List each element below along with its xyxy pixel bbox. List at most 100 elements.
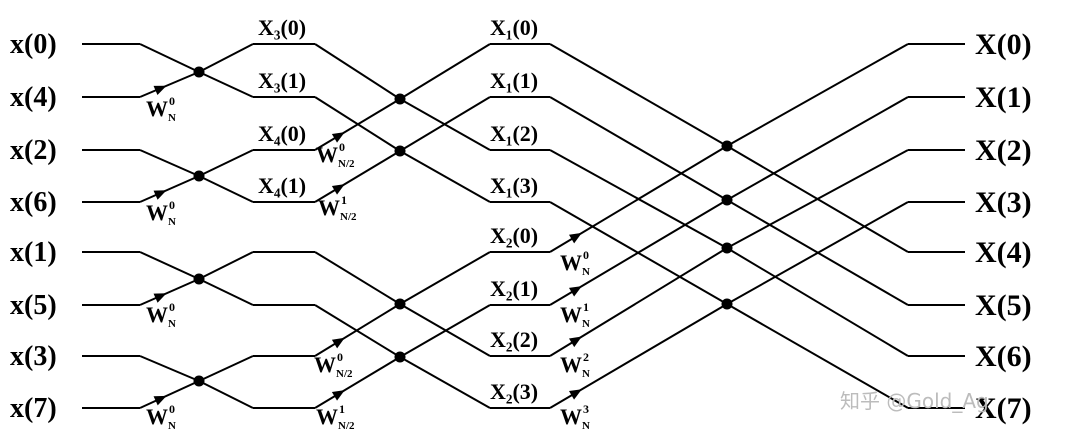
stage2-output-label: X₁(2) [490, 121, 538, 146]
output-label: X(1) [975, 81, 1032, 114]
twiddle-subscript: N [582, 368, 590, 380]
butterfly-node [193, 66, 205, 78]
butterfly-wire [198, 380, 254, 409]
butterfly-wire [399, 304, 491, 358]
butterfly-wire [549, 201, 728, 305]
butterfly-node [193, 273, 205, 285]
stage2-output-label: X₂(3) [490, 379, 538, 404]
twiddle-subscript: N/2 [338, 420, 355, 432]
arrow-head [568, 232, 582, 244]
input-label: x(6) [10, 187, 57, 218]
butterfly-wire [399, 251, 491, 305]
stage1-output-label: X₃(0) [258, 15, 306, 40]
butterfly-wire [399, 43, 491, 100]
twiddle-arrows [153, 85, 582, 406]
input-label: x(5) [10, 290, 57, 321]
butterfly-wire [549, 96, 728, 201]
signal-wires [82, 43, 965, 409]
input-label: x(1) [10, 237, 57, 268]
output-label: X(4) [975, 236, 1032, 269]
butterfly-wire [314, 43, 401, 100]
butterfly-wire [314, 96, 401, 152]
butterfly-wire [198, 251, 254, 280]
twiddle-base: W [146, 96, 168, 121]
stage1-output-label: X₃(1) [258, 68, 306, 93]
twiddle-base: W [146, 404, 168, 429]
input-label: x(0) [10, 29, 57, 60]
twiddle-exponent: 0 [169, 402, 175, 416]
butterfly-node [193, 375, 205, 387]
twiddle-subscript: N [168, 216, 176, 228]
butterfly-nodes [193, 66, 733, 387]
arrow-head [153, 85, 167, 96]
butterfly-wire [198, 278, 254, 306]
twiddle-base: W [314, 352, 336, 377]
twiddle-exponent: 3 [583, 402, 589, 416]
butterfly-wire [726, 303, 909, 409]
arrow-head [153, 190, 167, 200]
twiddle-exponent: 0 [169, 198, 175, 212]
arrow-head [331, 390, 345, 401]
butterfly-wire [726, 149, 909, 249]
arrow-head [331, 337, 345, 349]
output-label: X(7) [975, 392, 1032, 425]
output-label: X(5) [975, 289, 1032, 322]
butterfly-node [721, 298, 733, 310]
input-label: x(7) [10, 393, 57, 424]
twiddle-base: W [560, 302, 582, 327]
butterfly-wire [726, 43, 909, 147]
butterfly-wire [139, 43, 200, 73]
butterfly-wire [139, 175, 200, 203]
butterfly-node [394, 93, 406, 105]
stage1-output-label: X₄(1) [258, 173, 306, 198]
arrow-head [331, 184, 345, 195]
twiddle-exponent: 0 [169, 94, 175, 108]
butterfly-node [721, 140, 733, 152]
stage2-output-label: X₂(2) [490, 327, 538, 352]
butterfly-wire [139, 278, 200, 306]
butterfly-wire [399, 96, 491, 152]
butterfly-node [394, 145, 406, 157]
twiddle-subscript: N/2 [338, 158, 355, 170]
butterfly-wire [198, 355, 254, 382]
twiddle-subscript: N [582, 266, 590, 278]
butterfly-wire [198, 149, 254, 177]
twiddle-exponent: 0 [169, 300, 175, 314]
output-label: X(6) [975, 340, 1032, 373]
butterfly-wire [399, 150, 491, 203]
twiddle-subscript: N [168, 420, 176, 432]
twiddle-exponent: 1 [339, 402, 345, 416]
twiddle-base: W [316, 142, 338, 167]
twiddle-subscript: N [168, 112, 176, 124]
butterfly-wire [139, 355, 200, 382]
twiddle-base: W [146, 302, 168, 327]
butterfly-wire [139, 71, 200, 98]
twiddle-base: W [560, 250, 582, 275]
stage2-output-label: X₂(0) [490, 223, 538, 248]
twiddle-subscript: N/2 [340, 211, 357, 223]
butterfly-wire [314, 251, 401, 305]
stage2-output-label: X₂(1) [490, 276, 538, 301]
twiddle-base: W [318, 195, 340, 220]
input-label: x(2) [10, 135, 57, 166]
stage2-output-label: X₁(0) [490, 15, 538, 40]
twiddle-base: W [560, 352, 582, 377]
twiddle-base: W [560, 404, 582, 429]
butterfly-node [394, 298, 406, 310]
butterfly-wire [549, 149, 728, 249]
twiddle-exponent: 1 [583, 300, 589, 314]
butterfly-wire [314, 356, 401, 409]
butterfly-wire [314, 304, 401, 358]
stage2-output-label: X₁(1) [490, 68, 538, 93]
arrow-head [569, 336, 582, 348]
twiddle-exponent: 2 [583, 350, 589, 364]
